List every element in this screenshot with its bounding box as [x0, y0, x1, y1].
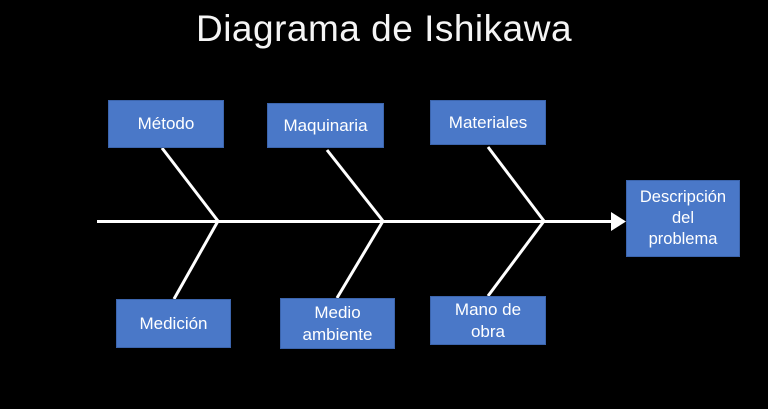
page-title: Diagrama de Ishikawa [195, 8, 573, 49]
spine-arrowhead-icon [611, 212, 626, 231]
effect-box-descripcion-del-problema: Descripción del problema [626, 180, 740, 257]
cause-label-materiales: Materiales [448, 112, 528, 132]
effect-label: Descripción del problema [639, 187, 727, 249]
cause-box-materiales: Materiales [430, 100, 546, 145]
bone-metodo [160, 147, 220, 222]
bone-materiales [486, 146, 546, 222]
cause-box-maquinaria: Maquinaria [267, 103, 384, 148]
cause-label-maquinaria: Maquinaria [283, 115, 368, 135]
bone-medio-ambiente [335, 220, 385, 299]
cause-box-medicion: Medición [116, 299, 231, 348]
cause-label-metodo: Método [137, 114, 195, 134]
cause-label-medio-ambiente: Medio ambiente [302, 302, 373, 344]
cause-box-mano-de-obra: Mano de obra [430, 296, 546, 345]
bone-mano-de-obra [486, 220, 546, 297]
cause-box-metodo: Método [108, 100, 224, 148]
cause-box-medio-ambiente: Medio ambiente [280, 298, 395, 349]
bone-maquinaria [325, 149, 385, 222]
cause-label-medicion: Medición [139, 313, 208, 333]
bone-medicion [172, 220, 220, 300]
cause-label-mano-de-obra: Mano de obra [454, 299, 522, 341]
